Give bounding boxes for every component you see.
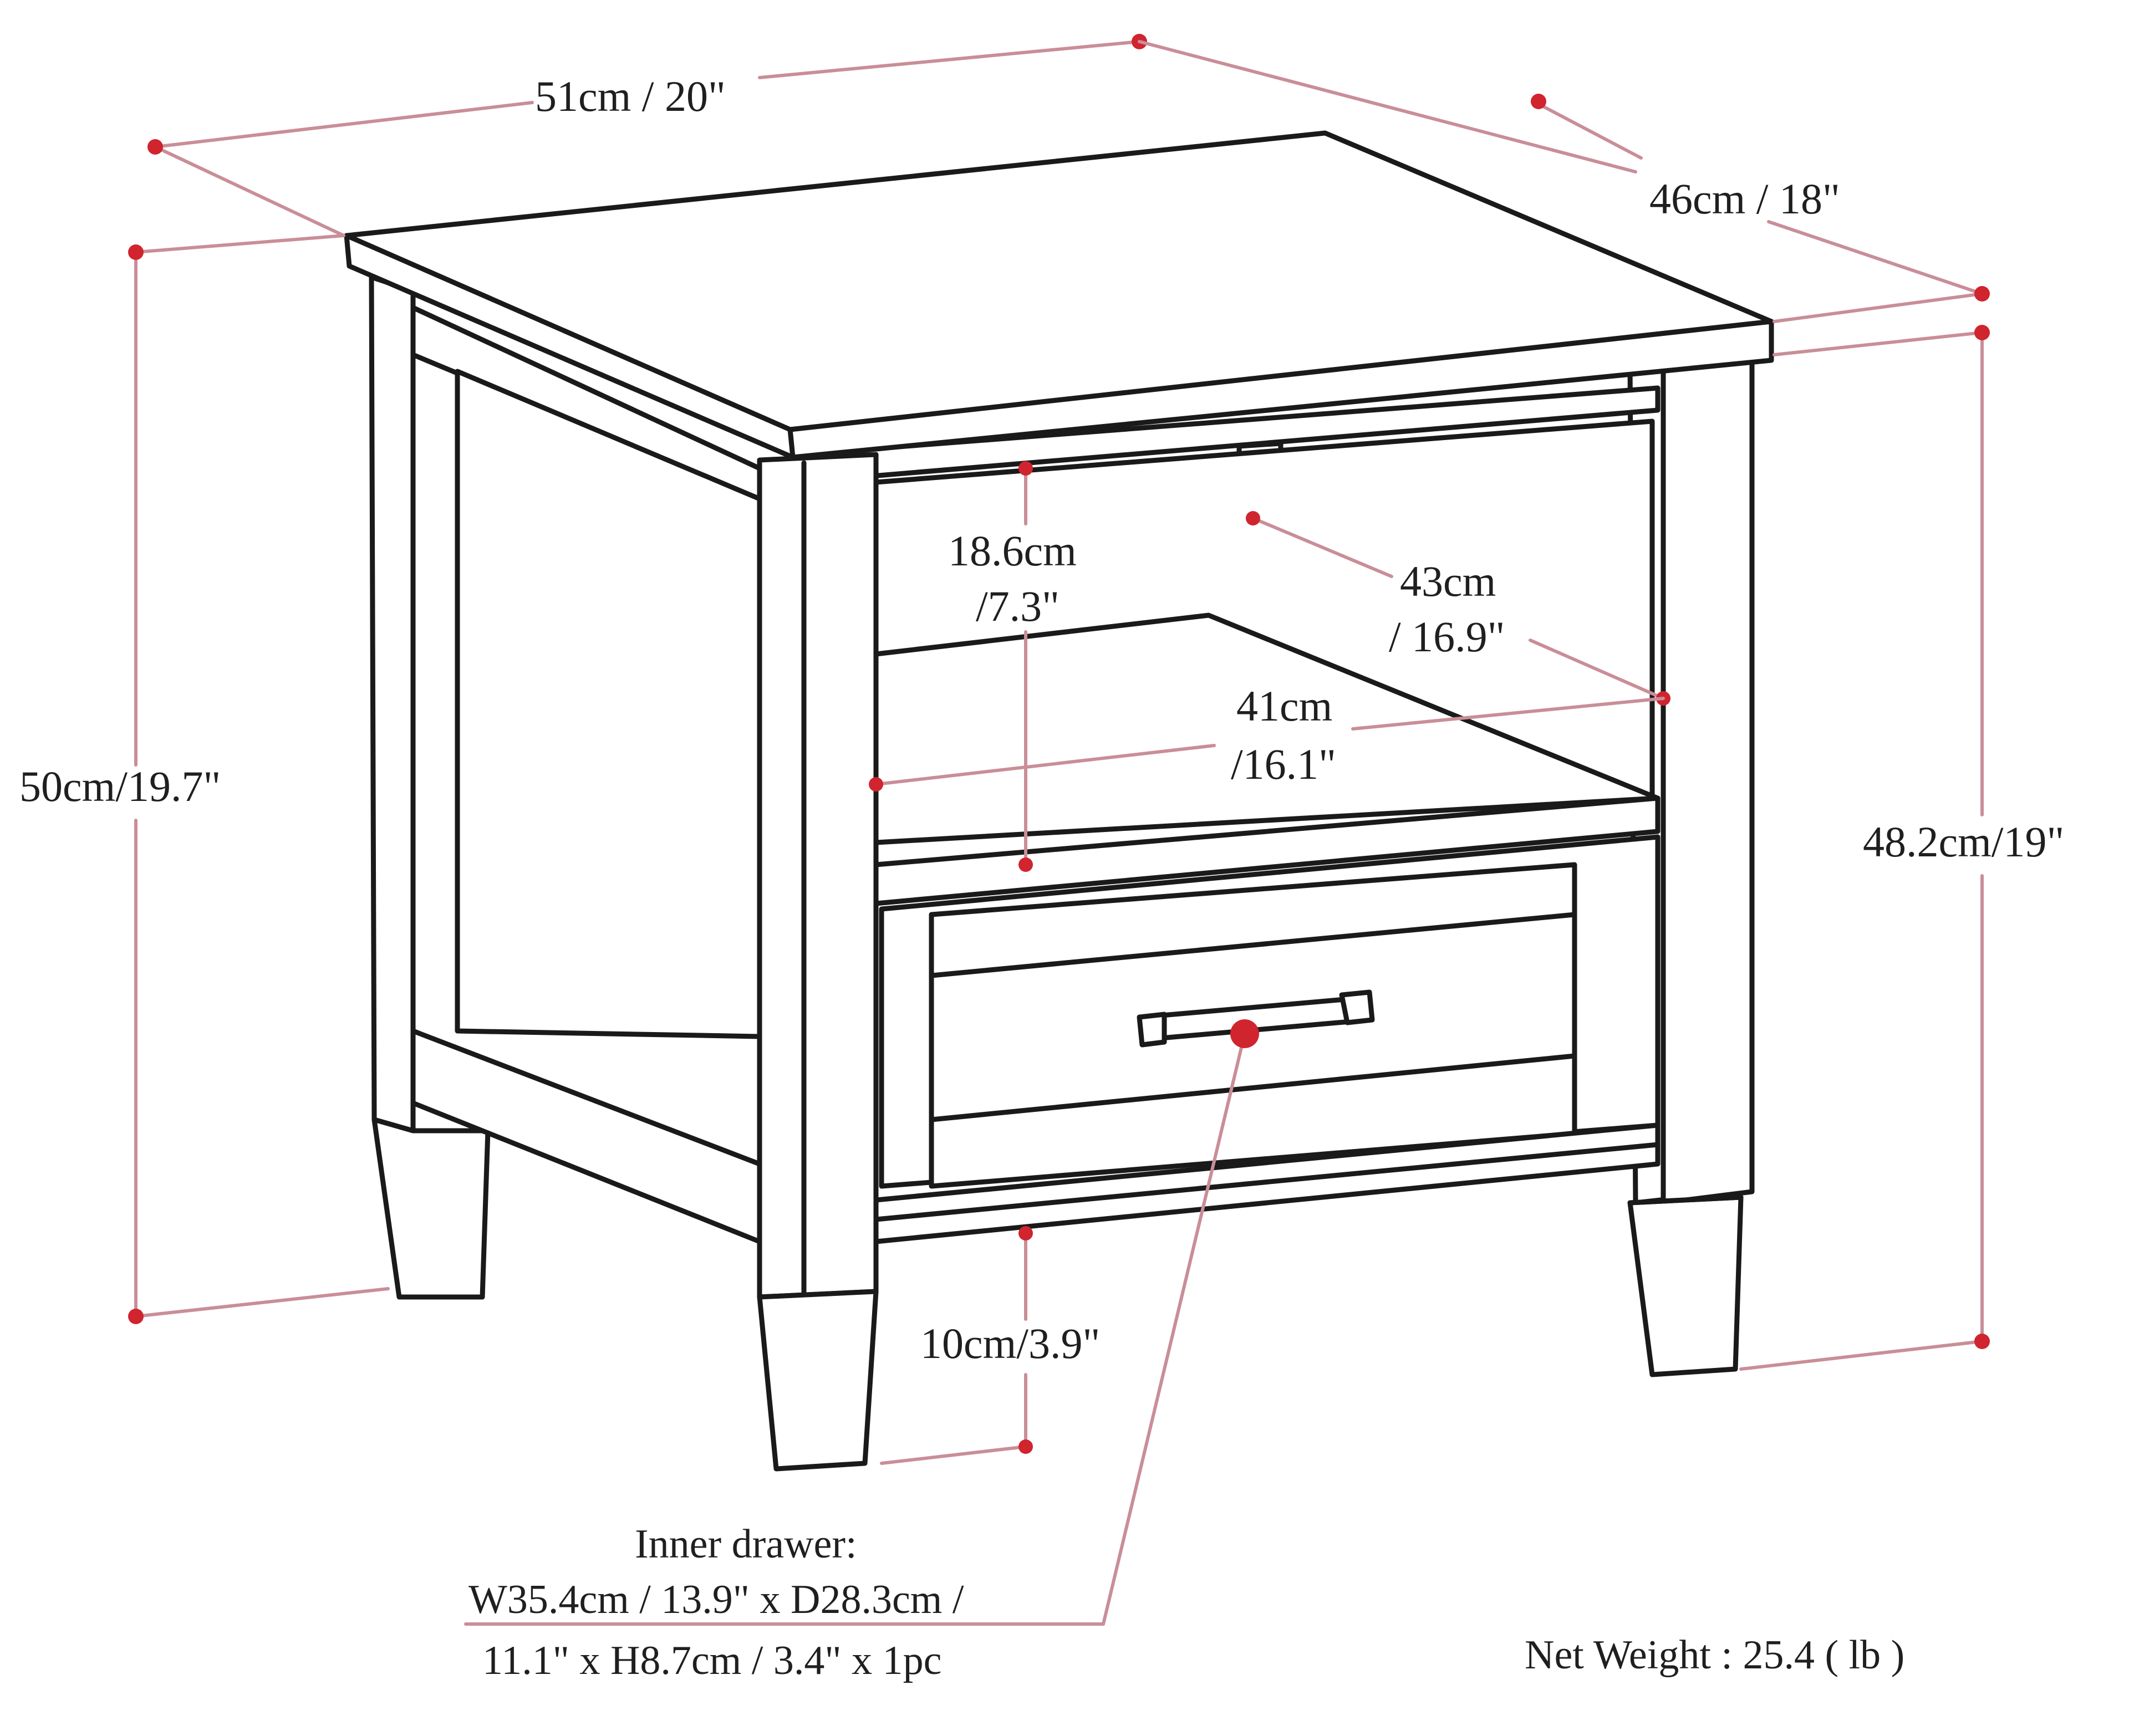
floor-clearance-label: 10cm/3.9"	[920, 1319, 1100, 1367]
rear-left-leg-foot	[371, 1117, 491, 1300]
inner-drawer-title: Inner drawer:	[635, 1521, 857, 1567]
overall-height-label: 50cm/19.7"	[19, 762, 221, 810]
dimension-lines	[128, 34, 1990, 1626]
width-label: 51cm / 20"	[535, 72, 726, 120]
shelf-height-in-label: /7.3"	[976, 582, 1060, 630]
rear-left-leg	[369, 274, 416, 1133]
drawer-leader-dot	[1230, 1019, 1259, 1048]
right-front-leg-foot	[1627, 1194, 1744, 1377]
end-table-drawing	[344, 130, 1774, 1472]
dimension-labels: 51cm / 20" 46cm / 18" 50cm/19.7" 48.2cm/…	[19, 72, 2064, 1683]
shelf-width-cm-label: 41cm	[1236, 682, 1332, 730]
shelf-height-cm-label: 18.6cm	[948, 527, 1077, 575]
drawer-front-upper-groove	[929, 912, 1577, 978]
inner-drawer-line2: 11.1" x H8.7cm / 3.4" x 1pc	[482, 1638, 941, 1683]
tabletop-left-edge	[344, 233, 796, 460]
front-left-leg-foot	[757, 1289, 879, 1472]
depth-label: 46cm / 18"	[1649, 175, 1840, 223]
inner-drawer-line1: W35.4cm / 13.9" x D28.3cm /	[468, 1577, 964, 1622]
drawer-handle-icon[interactable]	[1137, 989, 1375, 1048]
net-weight-label: Net Weight : 25.4 ( lb )	[1525, 1632, 1904, 1678]
shelf-depth-in-label: / 16.9"	[1389, 612, 1505, 661]
leg-height-label: 48.2cm/19"	[1863, 818, 2064, 866]
right-front-leg	[1661, 352, 1755, 1206]
shelf-width-in-label: /16.1"	[1231, 740, 1336, 788]
drawer-front-lower-groove	[929, 1053, 1577, 1122]
front-left-leg	[757, 452, 879, 1300]
shelf-depth-cm-label: 43cm	[1400, 557, 1496, 605]
